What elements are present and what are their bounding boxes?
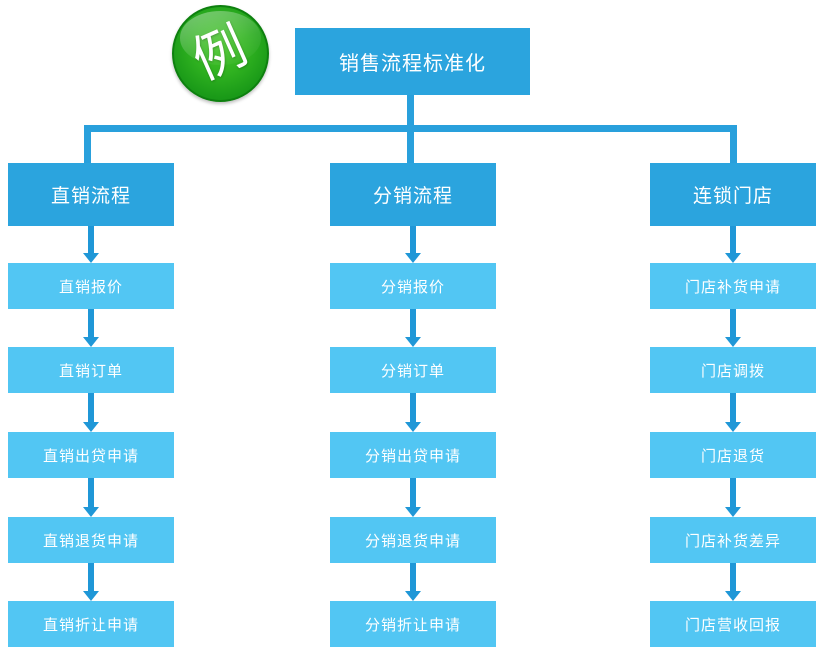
node-label: 门店营收回报 xyxy=(684,616,781,634)
root-node-label: 销售流程标准化 xyxy=(339,53,486,75)
node-direct-sales-shipment-request: 直销出贷申请 xyxy=(8,432,174,478)
node-label: 分销订单 xyxy=(380,362,445,380)
node-distribution-shipment-request: 分销出贷申请 xyxy=(330,432,496,478)
arrow-stem xyxy=(88,393,94,422)
node-distribution-quote: 分销报价 xyxy=(330,263,496,309)
node-store-revenue-report: 门店营收回报 xyxy=(650,601,816,647)
node-label: 分销折让申请 xyxy=(364,616,461,634)
arrow-head xyxy=(725,507,741,517)
node-label: 直销出贷申请 xyxy=(42,447,139,465)
example-badge: 例 xyxy=(172,5,269,102)
arrow-stem xyxy=(410,393,416,422)
node-distribution-process: 分销流程 xyxy=(330,163,496,226)
down-arrow xyxy=(405,226,421,263)
node-sales-process-standardization: 销售流程标准化 xyxy=(295,28,530,95)
arrow-head xyxy=(725,253,741,263)
arrow-head xyxy=(83,337,99,347)
node-label: 门店调拨 xyxy=(700,362,765,380)
down-arrow xyxy=(405,393,421,432)
node-direct-sales-discount-request: 直销折让申请 xyxy=(8,601,174,647)
arrow-stem xyxy=(88,226,94,253)
arrow-head xyxy=(725,591,741,601)
node-direct-sales-quote: 直销报价 xyxy=(8,263,174,309)
connector-drop-left xyxy=(84,125,91,163)
node-direct-sales-order: 直销订单 xyxy=(8,347,174,393)
node-label: 连锁门店 xyxy=(692,186,773,207)
arrow-head xyxy=(725,337,741,347)
node-store-replenishment-difference: 门店补货差异 xyxy=(650,517,816,563)
arrow-head xyxy=(83,591,99,601)
arrow-head xyxy=(405,507,421,517)
arrow-stem xyxy=(730,478,736,507)
node-direct-sales-process: 直销流程 xyxy=(8,163,174,226)
arrow-stem xyxy=(410,563,416,591)
example-badge-label: 例 xyxy=(184,16,257,91)
arrow-head xyxy=(405,422,421,432)
node-distribution-return-request: 分销退货申请 xyxy=(330,517,496,563)
node-label: 直销折让申请 xyxy=(42,616,139,634)
arrow-head xyxy=(83,422,99,432)
arrow-stem xyxy=(730,226,736,253)
node-chain-stores: 连锁门店 xyxy=(650,163,816,226)
node-store-transfer: 门店调拨 xyxy=(650,347,816,393)
node-label: 分销退货申请 xyxy=(364,532,461,550)
arrow-stem xyxy=(410,226,416,253)
down-arrow xyxy=(725,563,741,601)
down-arrow xyxy=(83,393,99,432)
node-store-replenishment-request: 门店补货申请 xyxy=(650,263,816,309)
arrow-head xyxy=(405,253,421,263)
arrow-stem xyxy=(88,563,94,591)
arrow-stem xyxy=(730,309,736,337)
connector-root-stem xyxy=(407,95,414,128)
node-label: 直销流程 xyxy=(50,186,131,207)
down-arrow xyxy=(405,563,421,601)
down-arrow xyxy=(725,478,741,517)
down-arrow xyxy=(83,563,99,601)
connector-drop-middle xyxy=(407,125,414,163)
node-distribution-discount-request: 分销折让申请 xyxy=(330,601,496,647)
node-label: 门店补货差异 xyxy=(684,532,781,550)
connector-drop-right xyxy=(730,125,737,163)
down-arrow xyxy=(83,309,99,347)
node-store-return: 门店退货 xyxy=(650,432,816,478)
arrow-head xyxy=(83,253,99,263)
node-label: 直销退货申请 xyxy=(42,532,139,550)
down-arrow xyxy=(725,226,741,263)
down-arrow xyxy=(405,309,421,347)
node-label: 门店补货申请 xyxy=(684,278,781,296)
arrow-head xyxy=(405,337,421,347)
arrow-stem xyxy=(410,309,416,337)
node-label: 直销订单 xyxy=(58,362,123,380)
arrow-head xyxy=(725,422,741,432)
node-direct-sales-return-request: 直销退货申请 xyxy=(8,517,174,563)
arrow-head xyxy=(83,507,99,517)
node-label: 分销流程 xyxy=(372,186,453,207)
down-arrow xyxy=(725,309,741,347)
node-label: 门店退货 xyxy=(700,447,765,465)
down-arrow xyxy=(83,226,99,263)
down-arrow xyxy=(83,478,99,517)
arrow-stem xyxy=(88,478,94,507)
node-distribution-order: 分销订单 xyxy=(330,347,496,393)
node-label: 分销出贷申请 xyxy=(364,447,461,465)
node-label: 分销报价 xyxy=(380,278,445,296)
down-arrow xyxy=(405,478,421,517)
down-arrow xyxy=(725,393,741,432)
arrow-stem xyxy=(730,393,736,422)
arrow-stem xyxy=(730,563,736,591)
arrow-stem xyxy=(88,309,94,337)
node-label: 直销报价 xyxy=(58,278,123,296)
arrow-head xyxy=(405,591,421,601)
arrow-stem xyxy=(410,478,416,507)
